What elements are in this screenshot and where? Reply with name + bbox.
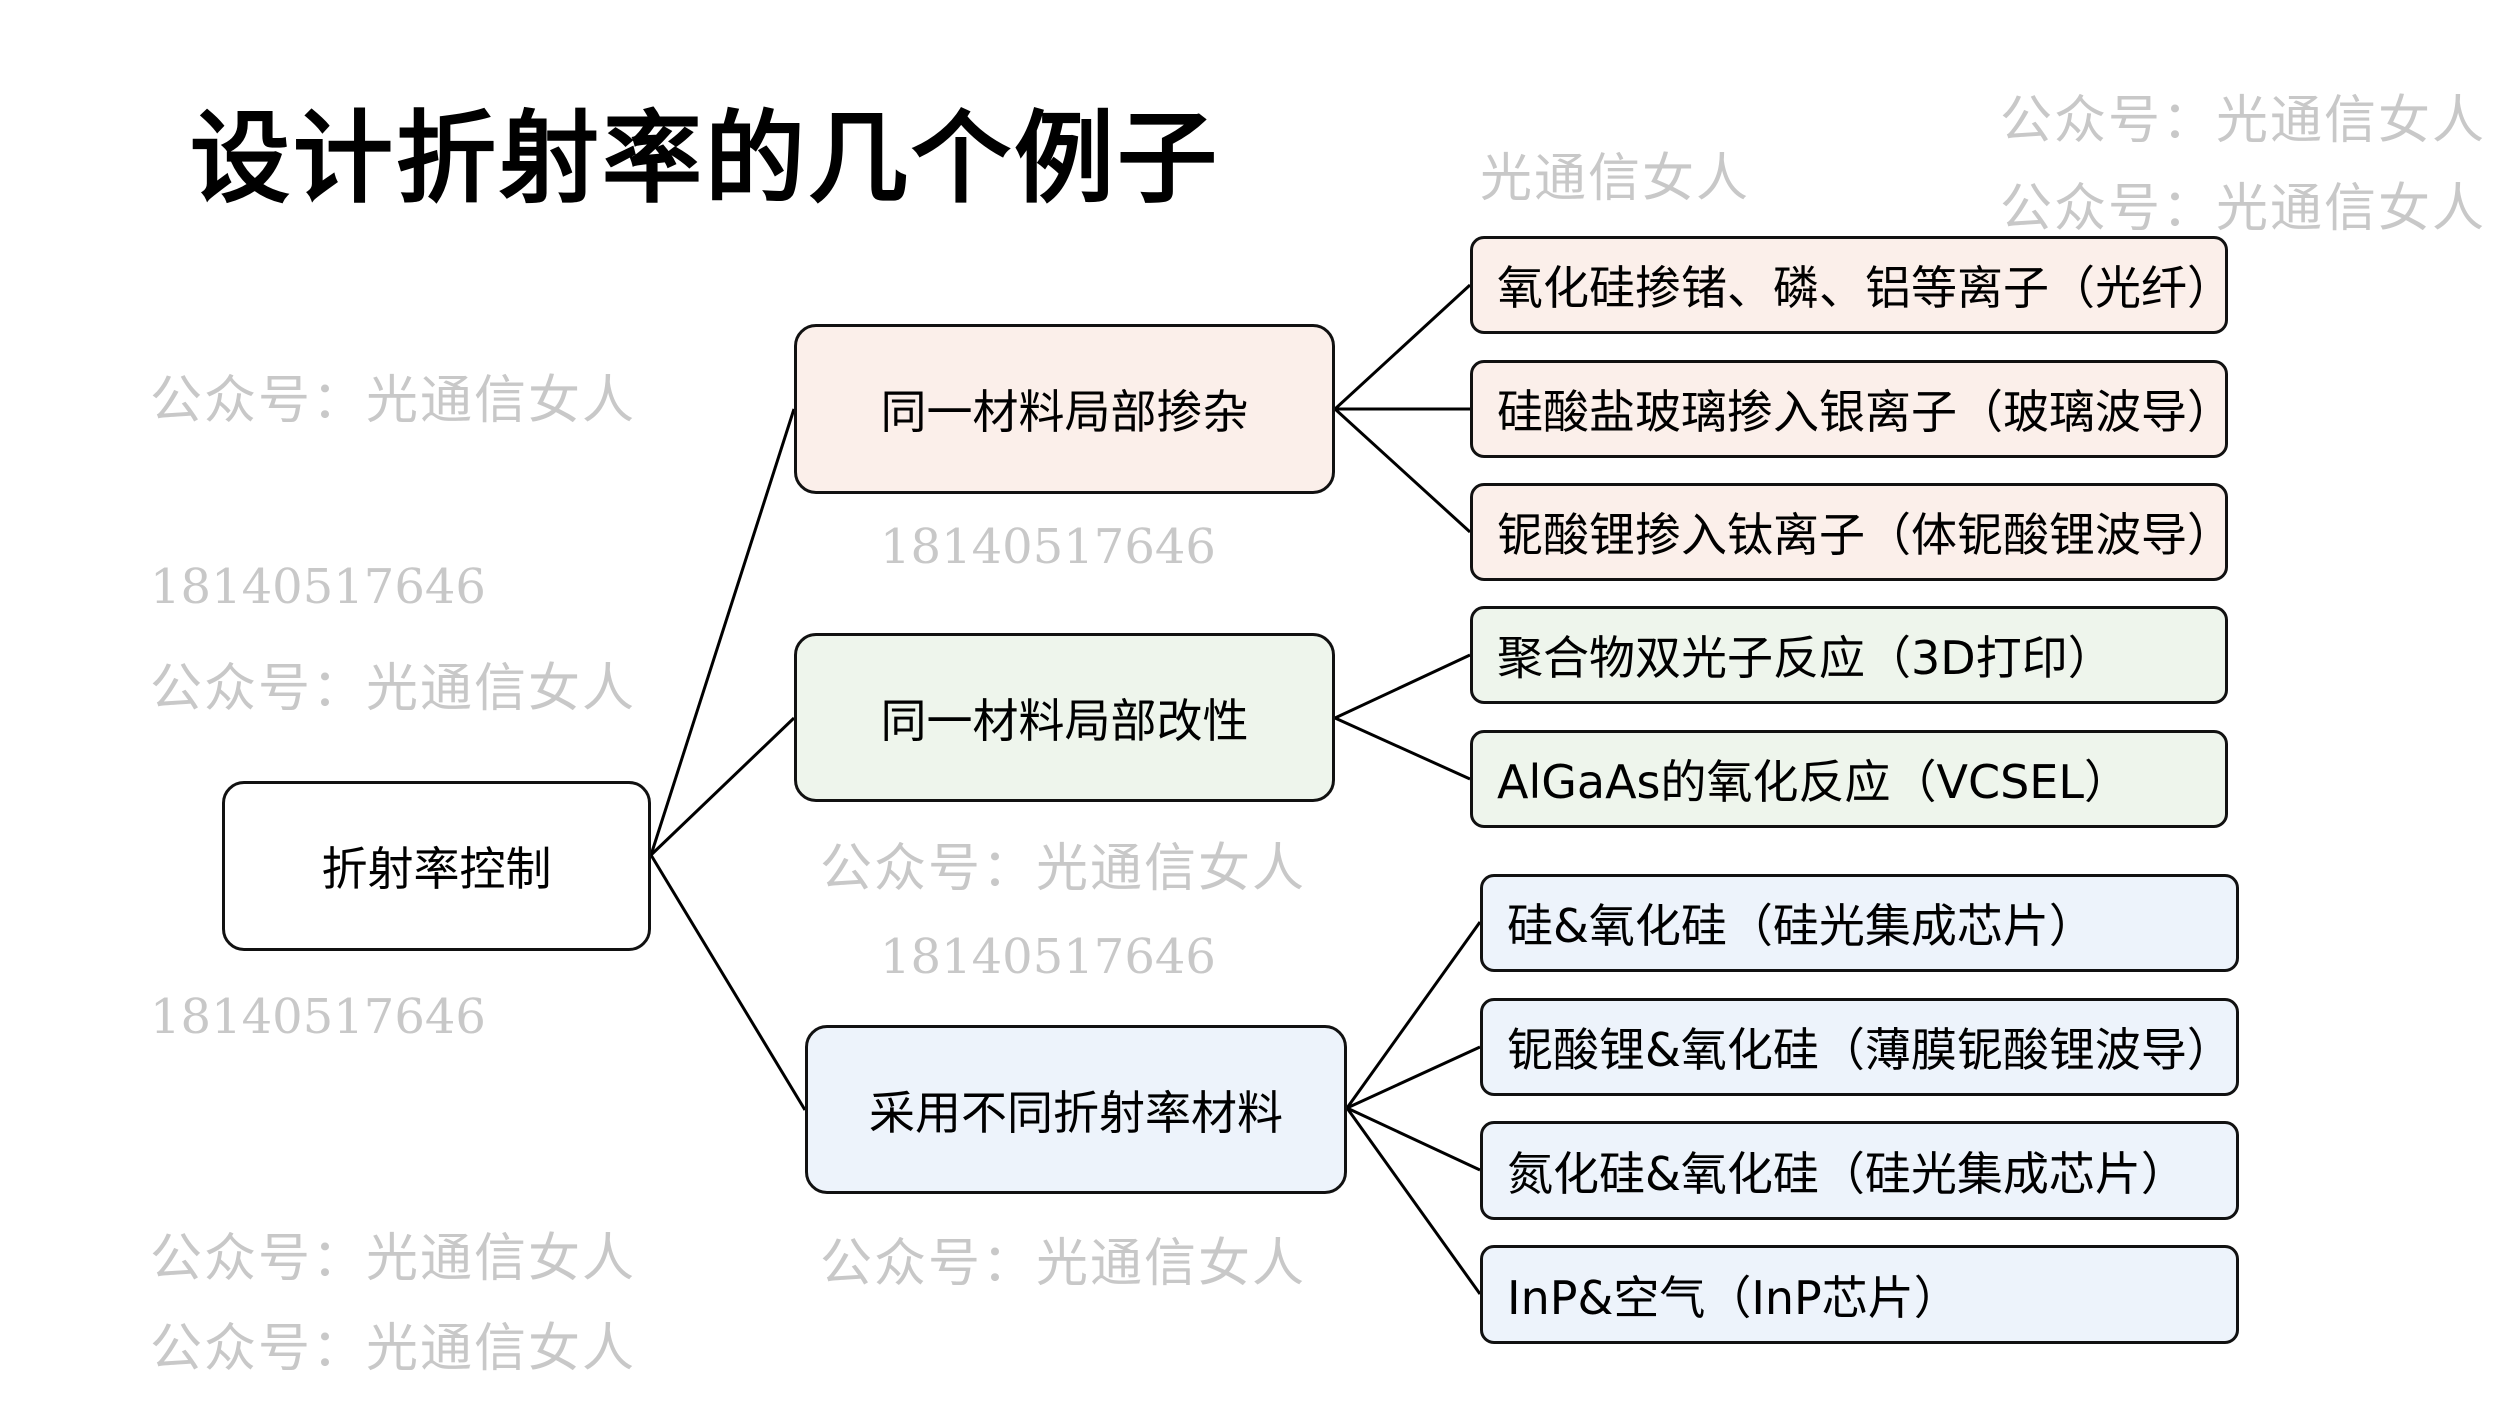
leaf-node: 硅&氧化硅（硅光集成芯片） (1480, 874, 2239, 972)
branch-node-doping: 同一材料局部掺杂 (794, 324, 1335, 494)
link-branch-2-leaf-2 (1334, 716, 1471, 781)
link-branch-3-leaf-1 (1345, 921, 1482, 1109)
leaf-label: 硅&氧化硅（硅光集成芯片） (1507, 899, 2095, 953)
leaf-node: 硅酸盐玻璃掺入银离子（玻璃波导） (1470, 360, 2233, 458)
leaf-node: 氮化硅&氧化硅（硅光集成芯片） (1480, 1121, 2239, 1220)
link-branch-3-leaf-2 (1346, 1045, 1481, 1110)
link-branch-1-leaf-1 (1333, 283, 1472, 411)
slide-title: 设计折射率的几个例子 (190, 100, 1220, 217)
link-branch-1-leaf-3 (1333, 407, 1472, 534)
branch-label: 同一材料局部掺杂 (880, 385, 1249, 439)
leaf-node: 铌酸锂掺入钛离子（体铌酸锂波导） (1470, 483, 2233, 581)
leaf-node: InP&空气（InP芯片） (1480, 1245, 2239, 1344)
link-root-branch-2 (649, 716, 796, 857)
root-node: 折射率控制 (222, 781, 651, 951)
leaf-label: 聚合物双光子反应（3D打印） (1497, 631, 2114, 685)
leaf-label: 氧化硅掺锗、磷、铝等离子（光纤） (1497, 261, 2233, 315)
branch-node-modification: 同一材料局部改性 (794, 633, 1335, 802)
leaf-label: AlGaAs的氧化反应（VCSEL） (1497, 755, 2130, 809)
link-branch-3-leaf-3 (1346, 1106, 1481, 1172)
leaf-node: AlGaAs的氧化反应（VCSEL） (1470, 730, 2228, 828)
branch-label: 同一材料局部改性 (880, 693, 1249, 748)
link-root-branch-3 (649, 854, 807, 1111)
leaf-node: 氧化硅掺锗、磷、铝等离子（光纤） (1470, 236, 2233, 334)
link-branch-2-leaf-1 (1334, 653, 1471, 720)
leaf-node: 聚合物双光子反应（3D打印） (1470, 606, 2228, 704)
branch-label: 采用不同折射率材料 (869, 1085, 1283, 1140)
leaf-label: 氮化硅&氧化硅（硅光集成芯片） (1507, 1146, 2187, 1201)
link-root-branch-1 (649, 408, 796, 856)
root-label: 折射率控制 (321, 842, 552, 896)
link-branch-3-leaf-4 (1345, 1107, 1482, 1295)
branch-node-materials: 采用不同折射率材料 (805, 1025, 1347, 1194)
leaf-label: 铌酸锂掺入钛离子（体铌酸锂波导） (1497, 508, 2233, 562)
leaf-label: 铌酸锂&氧化硅（薄膜铌酸锂波导） (1507, 1023, 2233, 1077)
leaf-node: 铌酸锂&氧化硅（薄膜铌酸锂波导） (1480, 998, 2239, 1096)
leaf-label: 硅酸盐玻璃掺入银离子（玻璃波导） (1497, 385, 2233, 439)
leaf-label: InP&空气（InP芯片） (1507, 1270, 1960, 1325)
